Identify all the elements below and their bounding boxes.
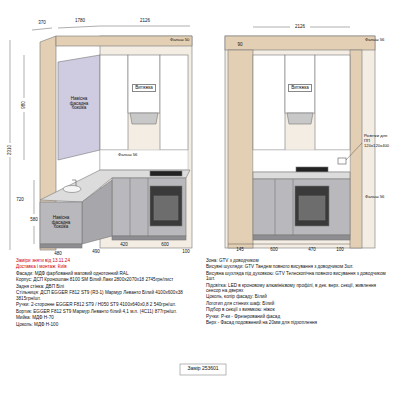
base-cabinet [112, 178, 186, 236]
hood-box: Витяжка [288, 84, 312, 93]
dimension: 480 [54, 251, 62, 256]
title-frame [180, 364, 226, 375]
oven [150, 186, 182, 226]
upper-cabinet [160, 55, 188, 150]
upper-cabinet [285, 55, 315, 113]
dimension: 600 [270, 247, 278, 252]
spec-line: Підсвітка: LED в кроновому алюмінієвому … [206, 283, 390, 294]
socket [338, 158, 346, 164]
plinth [40, 244, 82, 248]
sink [63, 186, 81, 193]
spec-line: Підбор в секції з виямкою: ніжок [206, 307, 390, 312]
bulkhead [225, 36, 375, 50]
upper-cabinet [315, 55, 350, 150]
dimension: 2126 [295, 24, 305, 29]
base-cabinet-left [40, 202, 82, 244]
upper-cabinet [253, 55, 285, 150]
spec-line: Ручки: Р-ки - Фрезерований фасад [206, 314, 390, 319]
order-note: Заміри зняти від 13.11.24 [16, 258, 200, 263]
oven-window [299, 196, 325, 220]
backsplash [253, 150, 350, 172]
back-wall [100, 36, 192, 248]
spec-line: Висувна шухляда під духовкою: GTV Телеск… [206, 271, 390, 282]
note: Розетки для ПП 120x120x400 [364, 134, 394, 148]
wall-pillar [350, 50, 362, 248]
node-text: Навісна фасадна бокова [45, 216, 77, 231]
note: Фальш 56 [118, 153, 137, 158]
oven-window [154, 196, 178, 220]
oven [295, 186, 329, 226]
dimension: 145 [236, 247, 244, 252]
side-panel: Навісна фасадна бокова [61, 96, 97, 113]
upper-cabinet [128, 55, 160, 113]
node-text: Витяжка [135, 86, 153, 91]
dimension: 100 [336, 247, 344, 252]
spec-line: Стільниця: ДСП EGGER F812 ST9 (R3-1) Мар… [16, 290, 200, 301]
faucet [72, 180, 76, 186]
hood-body [130, 113, 158, 124]
order-number: Замір 253601 [187, 366, 218, 372]
spec-line: Зона: GTV з доводчиком [206, 258, 390, 263]
plinth [253, 235, 350, 240]
spec-line: Логотип для стінних шаф: Білий [206, 301, 390, 306]
hob [150, 171, 182, 176]
order-note: Доставка і монтаж: Київ [16, 264, 200, 269]
bulkhead [56, 36, 192, 46]
dimension: 490 [92, 249, 100, 254]
backsplash [100, 150, 188, 170]
dimension: 470 [308, 247, 316, 252]
spec-line: Ручки: 2-сторонне EGGER F812 ST9 / H050 … [16, 302, 200, 307]
dimension: 90 [237, 42, 242, 47]
spec-line: Цоколь, колір фасаду: Білий [206, 294, 390, 299]
spec-line: Мийка: МДФ Н-70 [16, 315, 200, 320]
wall-pillar [228, 50, 253, 248]
note: Фальш 56 [365, 195, 384, 200]
dimension: 720 [16, 197, 24, 202]
upper-cabinet [100, 55, 128, 150]
spec-line: Задня стінка: ДВП Білі [16, 284, 200, 289]
spec-line: Бортик: EGGER F812 ST9 Мармур Леванто бі… [16, 309, 200, 314]
dimension: 980 [21, 100, 26, 110]
dimension: 100 [182, 249, 190, 254]
node-text: Витяжка [291, 86, 309, 91]
dimension: 370 [38, 20, 46, 25]
spec-line: Цоколь: МДФ Н-100 [16, 322, 200, 327]
dimension-lines [228, 27, 362, 244]
dimension: 580 [30, 217, 38, 222]
dimension: 600 [161, 242, 169, 247]
spec-line: Верх - Фасад подовжений на 20мм для підх… [206, 320, 390, 325]
hood-box: Витяжка [132, 84, 156, 93]
dimension: 420 [120, 242, 128, 247]
side-panel: Навісна фасадна бокова [43, 215, 79, 232]
base-cabinet [253, 179, 350, 235]
hood-body [287, 113, 313, 124]
side-upper-cabinet [58, 55, 100, 160]
hob [296, 167, 328, 172]
base-side [82, 180, 112, 244]
node-text: Навісна фасадна бокова [63, 97, 95, 112]
note: Фальш 50 [170, 38, 189, 43]
dimension: 2310 [7, 144, 12, 156]
dimension-lines [10, 26, 190, 250]
dimension: 1780 [75, 18, 85, 23]
note: Фальш 56 [365, 38, 384, 43]
dimension: 2126 [140, 18, 150, 23]
back-wall [225, 36, 375, 248]
spec-line: Висувні шухляди: GTV Тандем повного вису… [206, 264, 390, 269]
countertop [253, 172, 350, 179]
spec-line: Корпус: ДСП Кроношпан 8100 SM Білий Лаки… [16, 277, 200, 282]
plinth [112, 236, 186, 240]
spec-line: Фасади: МДФ фарбований матовий однотонни… [16, 271, 200, 276]
